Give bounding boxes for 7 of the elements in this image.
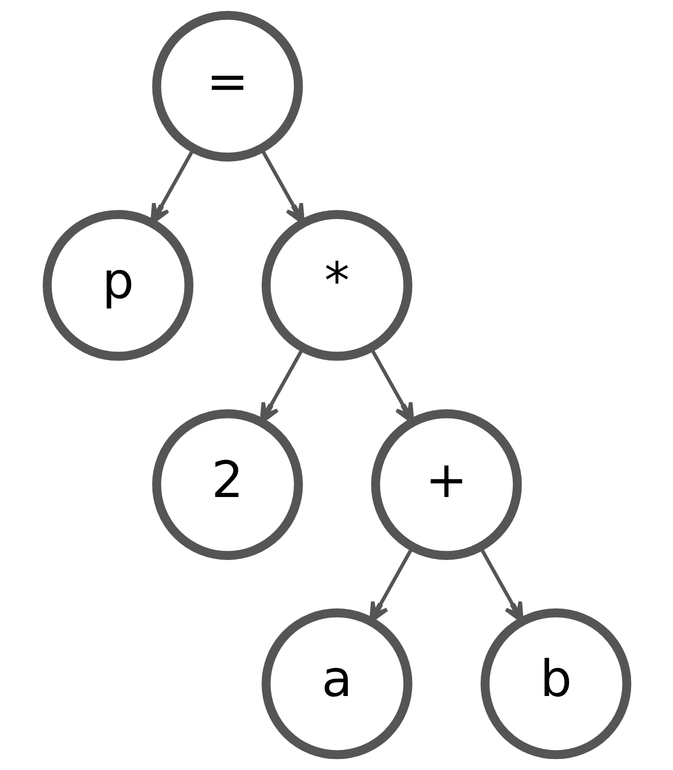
node-circle: + bbox=[370, 409, 522, 560]
node-circle: = bbox=[152, 10, 302, 162]
node-circle: * bbox=[261, 210, 412, 361]
node-circle: a bbox=[261, 608, 412, 760]
node-circle: 2 bbox=[152, 409, 302, 560]
node-circle: b bbox=[480, 608, 631, 760]
node-circle: p bbox=[42, 210, 193, 361]
